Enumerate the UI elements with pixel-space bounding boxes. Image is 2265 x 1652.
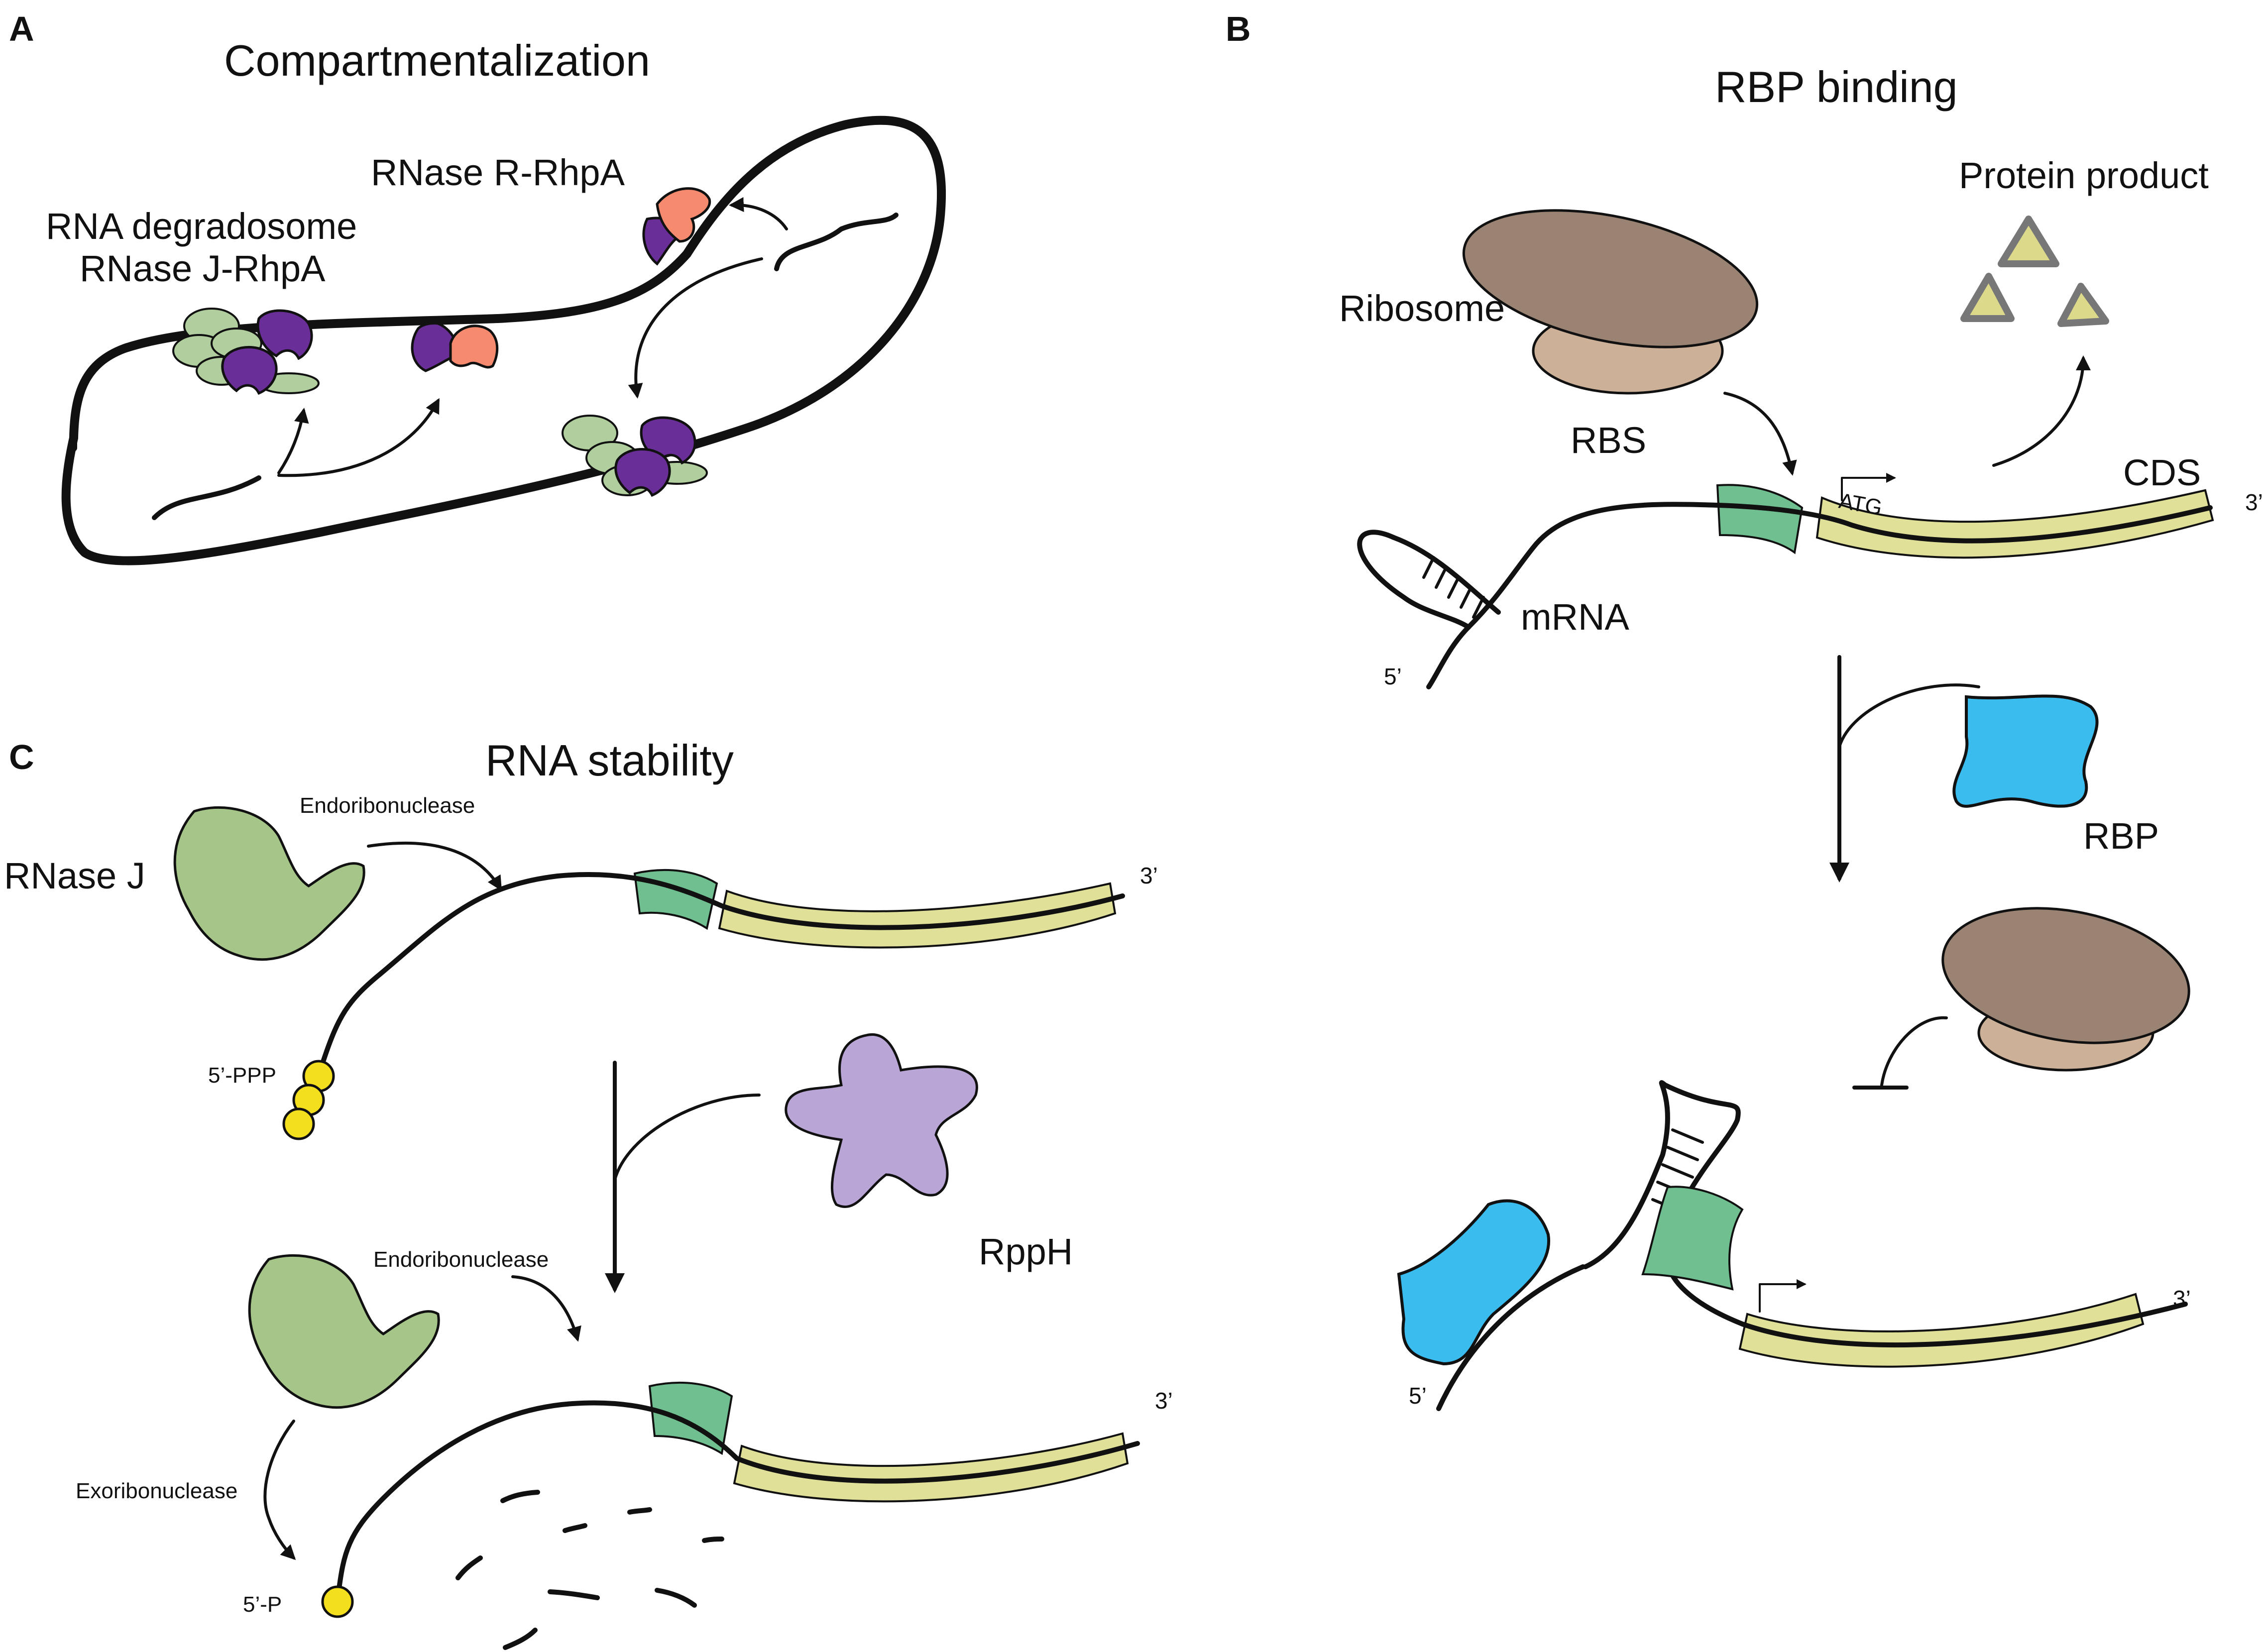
arrow (263, 1420, 296, 1560)
rpph-input-curve (613, 1094, 761, 1181)
three-prime-label-c-top: 3’ (1140, 863, 1158, 888)
cds-bar-c-top (718, 882, 1117, 949)
ribosome-blocked (1941, 907, 2190, 1072)
rna-fragments (455, 1490, 724, 1650)
cds-bar-c-bottom (733, 1432, 1129, 1503)
panel-c: C RNA stability RNase J Endoribonuclease… (4, 736, 1173, 1650)
rnase-r-rhpa-complex-membrane (642, 187, 711, 266)
rbp-bound (1397, 1199, 1551, 1366)
mrna-strand (1426, 502, 2213, 689)
start-arrow (1841, 473, 1896, 501)
arrow (277, 398, 440, 477)
ribosome-label: Ribosome (1339, 288, 1505, 329)
panel-a-title: Compartmentalization (224, 36, 650, 85)
cell-membrane (61, 115, 946, 565)
degradosome-complex (562, 415, 708, 497)
cds-bar-bottom (1738, 1293, 2145, 1368)
panel-a: A Compartmentalization RNase R-RhpA (9, 9, 946, 565)
inhibition-line (1880, 1016, 1948, 1087)
mrna-strand-c-bottom (336, 1400, 1140, 1595)
degradosome-label-1: RNA degradosome (46, 206, 357, 247)
cds-bar (1815, 489, 2214, 559)
arrow (729, 197, 788, 230)
rpph-label: RppH (979, 1231, 1073, 1272)
rnase-r-label: RNase R-RhpA (371, 152, 625, 193)
rbs-box-bound (1641, 1186, 1744, 1291)
degradosome-label-2: RNase J-RhpA (80, 248, 326, 289)
rbs-label: RBS (1571, 420, 1646, 461)
arrow (511, 1275, 581, 1342)
panel-c-letter: C (9, 738, 34, 776)
base-pairs (1422, 556, 1485, 619)
endo-label-bottom: Endoribonuclease (373, 1247, 549, 1272)
ppp-label: 5’-PPP (208, 1063, 276, 1088)
mrna-strand-bottom (1740, 1302, 2188, 1348)
panel-b: B RBP binding Ribosome Protein product R… (1226, 9, 2263, 1411)
cds-label: CDS (2123, 452, 2201, 493)
exo-label: Exoribonuclease (76, 1479, 237, 1503)
rnase-j-enzyme-bottom (248, 1254, 440, 1409)
rnase-j-label: RNase J (4, 855, 145, 896)
panel-a-letter: A (9, 9, 34, 48)
arrow (1992, 355, 2091, 467)
rnase-r-rhpa-complex-cytoplasm (411, 322, 499, 372)
rnase-j-enzyme (173, 806, 365, 961)
rpph-enzyme (785, 1033, 978, 1209)
mrna-strand-c-top (321, 872, 1125, 1063)
mrna-label: mRNA (1521, 596, 1630, 638)
five-prime-label-bottom: 5’ (1409, 1383, 1427, 1409)
three-prime-label-bottom: 3’ (2173, 1286, 2191, 1312)
p-label: 5’-P (243, 1592, 282, 1617)
arrow (628, 257, 763, 399)
protein-product-label: Protein product (1959, 155, 2209, 196)
protein-product-triangles (1960, 216, 2109, 327)
five-prime-label: 5’ (1384, 663, 1402, 689)
panel-c-title: RNA stability (485, 736, 734, 785)
mrna-strand-bound (1436, 1264, 1586, 1411)
mrna-fragment (152, 475, 261, 520)
arrow (367, 842, 502, 891)
three-prime-label-c-bottom: 3’ (1155, 1388, 1173, 1414)
rbp-input-curve (1838, 683, 1980, 748)
arrow (1723, 392, 1797, 476)
mrna-fragment (774, 213, 899, 271)
panel-b-title: RBP binding (1715, 62, 1958, 111)
three-prime-label: 3’ (2245, 489, 2263, 515)
rbp-protein (1952, 694, 2099, 808)
triphosphate (282, 1060, 335, 1140)
start-arrow-bottom (1759, 1279, 1807, 1313)
monophosphate (321, 1585, 354, 1618)
mrna-stem-loop (1357, 530, 1501, 630)
endo-label-top: Endoribonuclease (300, 793, 475, 818)
arrow (277, 408, 309, 474)
rbs-box (1716, 484, 1804, 554)
rbp-label: RBP (2083, 815, 2159, 857)
ribosome (1462, 209, 1759, 395)
panel-b-letter: B (1226, 9, 1251, 48)
degradosome-complex (172, 308, 320, 395)
